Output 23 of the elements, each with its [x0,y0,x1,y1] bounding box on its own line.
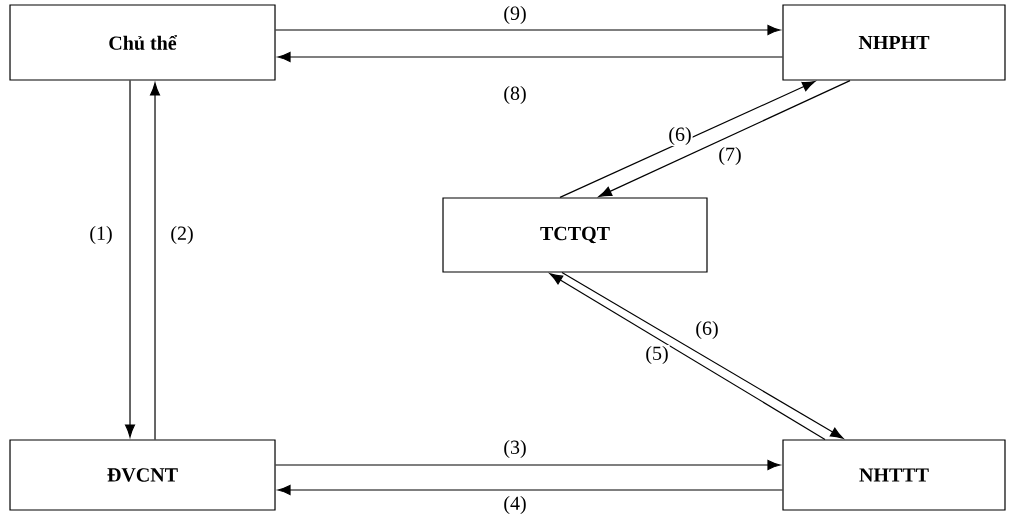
process-box: NHPHT [782,4,1006,81]
process-box: Chủ thể [9,4,276,81]
arrow [598,80,851,197]
edge-label: (2) [169,224,195,246]
arrow [275,459,781,471]
edge-label: (6) [667,125,693,147]
process-box: ĐVCNT [9,439,276,511]
edge-label: (1) [88,224,114,246]
edge-label: (9) [502,4,528,26]
edge-label: (4) [502,494,528,514]
arrow [124,80,136,438]
edge-label: (5) [644,344,670,366]
arrow [275,24,781,36]
edge-label: (7) [717,145,743,167]
edge-label: (6) [694,319,720,341]
arrow [149,82,161,440]
process-box: TCTQT [442,197,708,273]
arrow [277,484,783,496]
arrow [277,51,783,63]
edge-label: (8) [502,84,528,106]
edge-label: (3) [502,438,528,460]
arrow [559,81,816,198]
process-box: NHTTT [782,439,1006,511]
